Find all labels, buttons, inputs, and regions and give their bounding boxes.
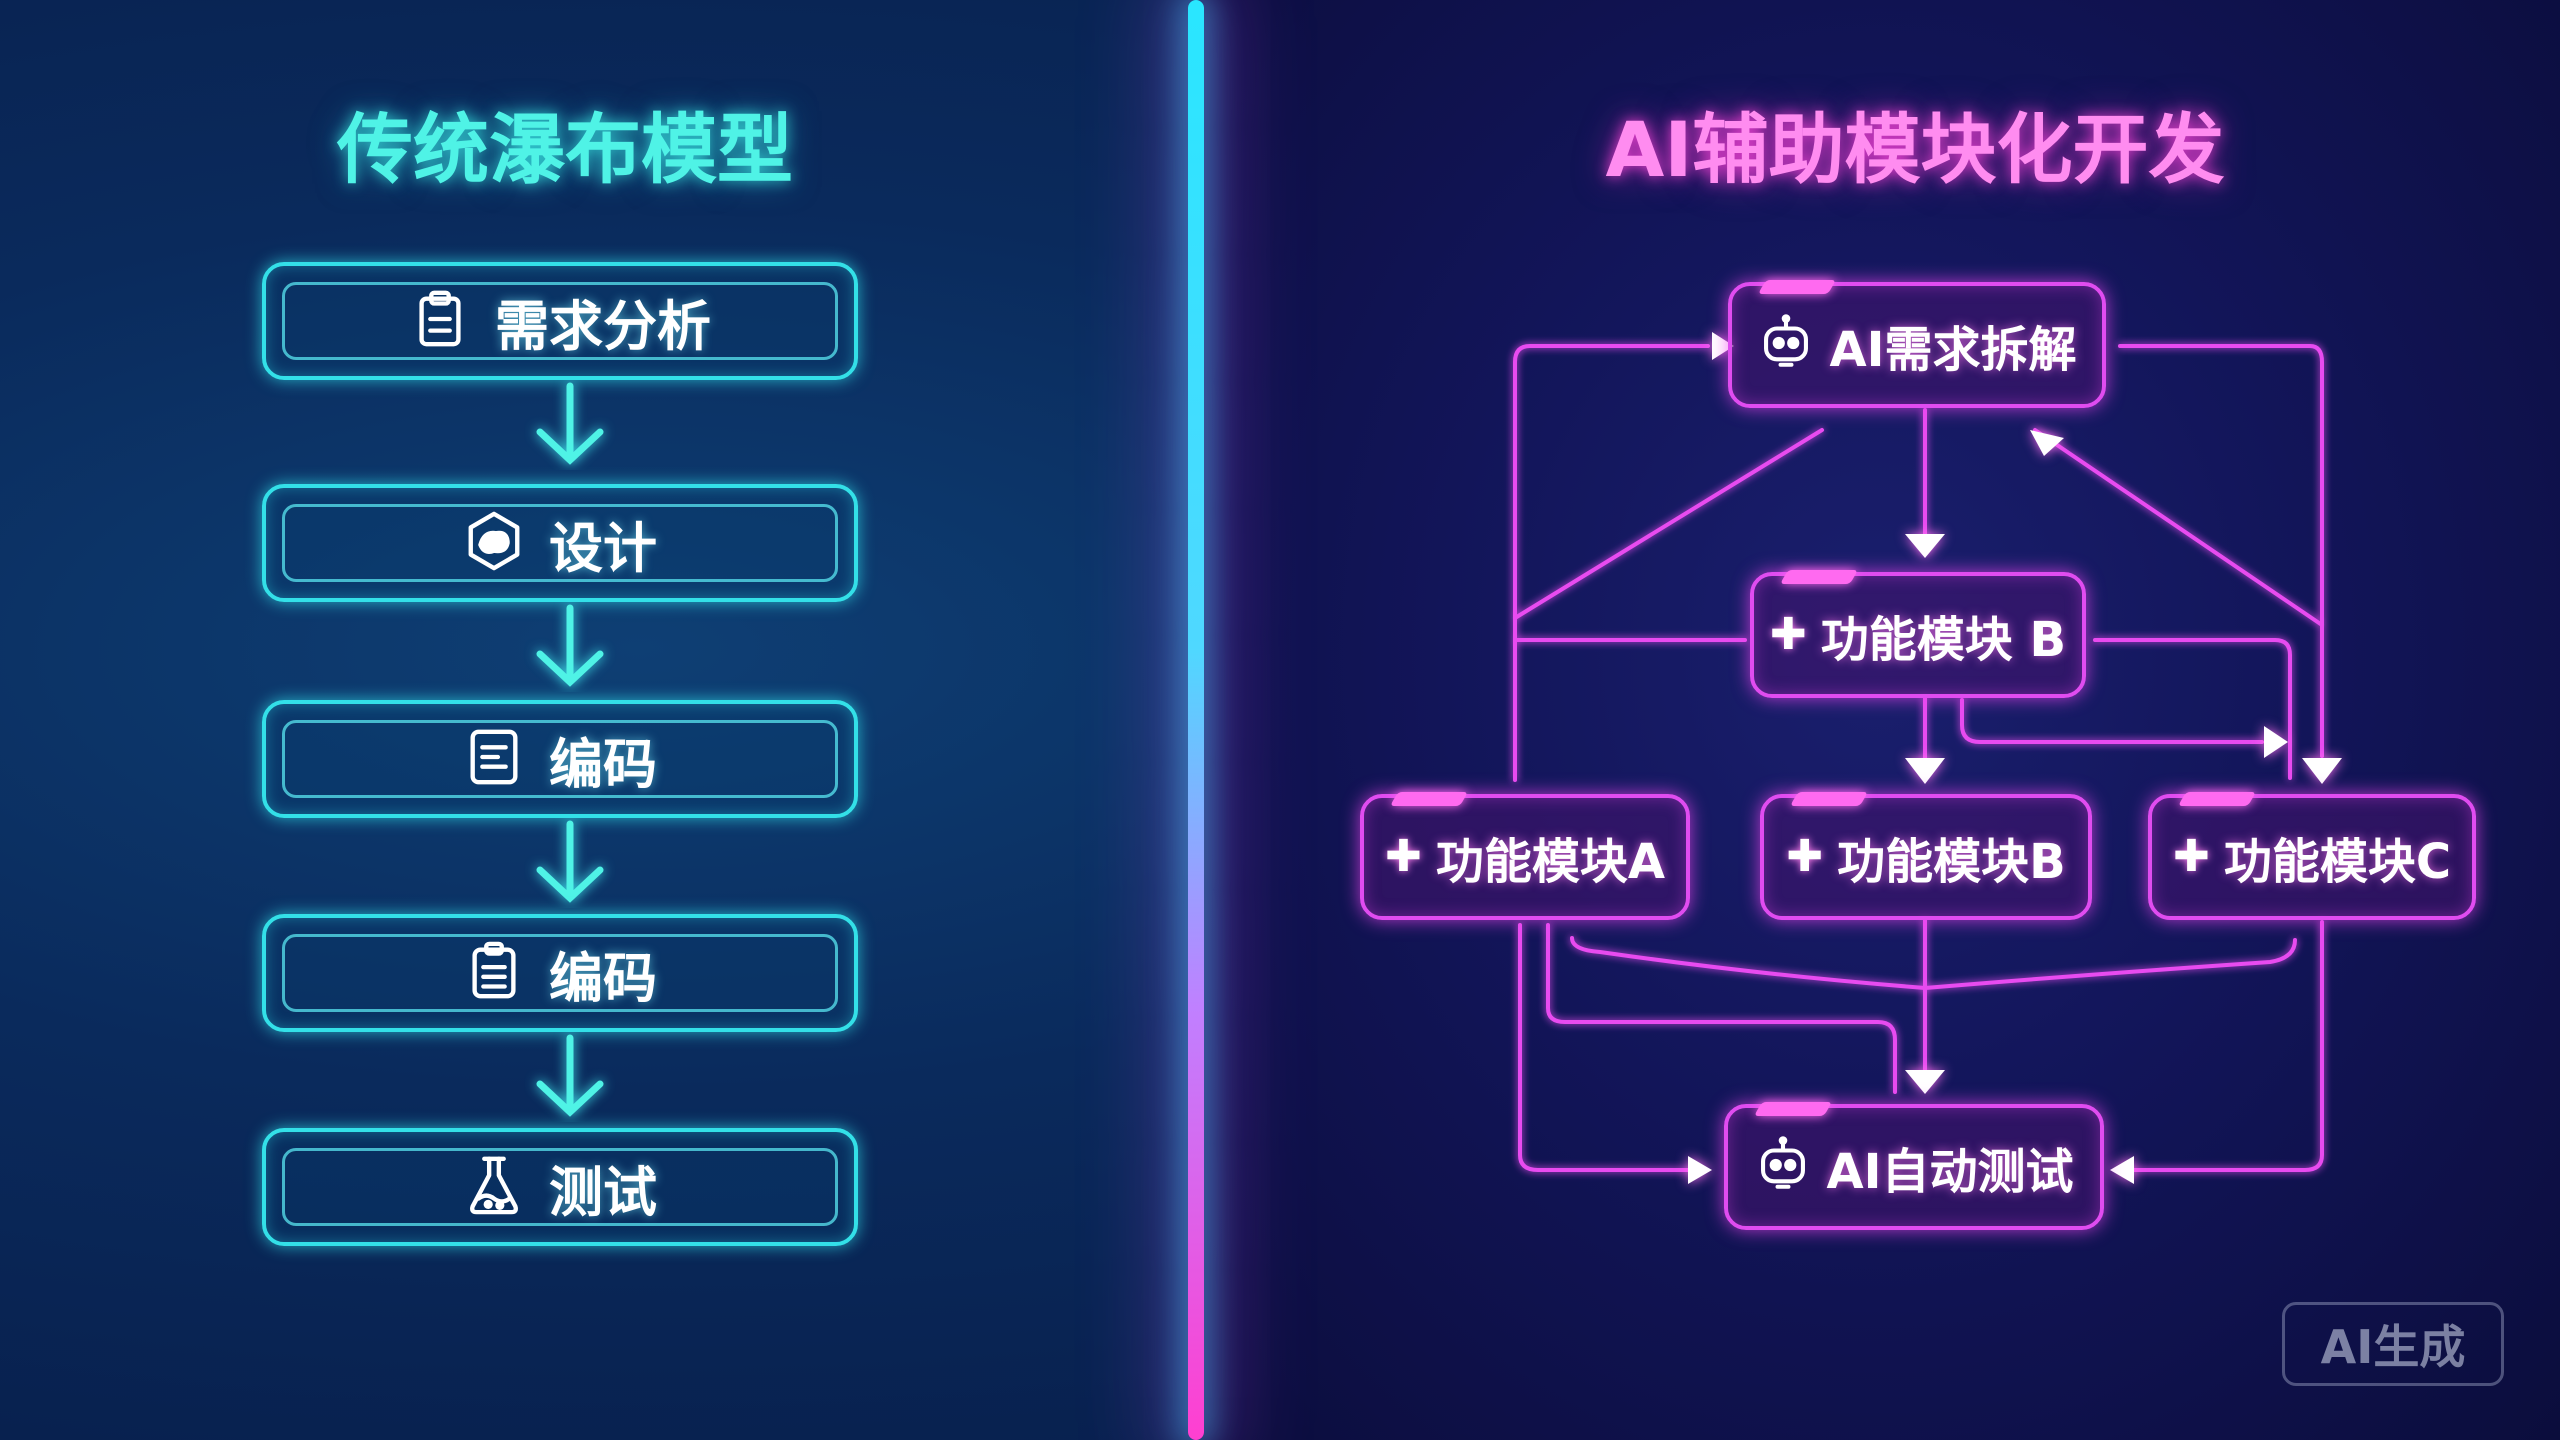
feature-module-a-node: ✚ 功能模块A	[1360, 794, 1690, 920]
ai-modular-title: AI辅助模块化开发	[1605, 105, 2225, 194]
glowing-divider	[1188, 0, 1204, 1440]
step-label: 编码	[549, 946, 657, 1010]
ai-auto-testing-node: AI自动测试	[1724, 1104, 2104, 1230]
step-label: 编码	[549, 732, 657, 796]
document-icon	[463, 726, 525, 792]
ai-generated-watermark: AI生成	[2282, 1302, 2504, 1386]
node-label: AI需求拆解	[1829, 322, 2077, 378]
waterfall-step-requirements: 需求分析	[262, 262, 858, 380]
feature-module-b-middle-node: ✚ 功能模块 B	[1750, 572, 2086, 698]
flow-arrow-down	[536, 382, 604, 465]
plus-icon: ✚	[1786, 831, 1824, 882]
checklist-icon	[463, 940, 525, 1006]
robot-icon	[1757, 314, 1815, 376]
feature-module-b-node: ✚ 功能模块B	[1760, 794, 2092, 920]
robot-icon	[1754, 1136, 1812, 1198]
node-label: AI自动测试	[1826, 1144, 2074, 1200]
feature-module-c-node: ✚ 功能模块C	[2148, 794, 2476, 920]
node-label: 功能模块B	[1837, 834, 2066, 890]
flask-icon	[463, 1154, 525, 1220]
clipboard-icon	[409, 288, 471, 354]
step-label: 设计	[549, 516, 657, 580]
flow-arrow-down	[536, 604, 604, 687]
node-label: 功能模块A	[1435, 834, 1666, 890]
waterfall-title: 传统瀑布模型	[337, 105, 793, 194]
waterfall-step-coding: 编码	[262, 700, 858, 818]
step-label: 需求分析	[495, 294, 711, 358]
design-hexagon-icon	[463, 510, 525, 576]
flow-arrow-down	[536, 820, 604, 903]
node-label: 功能模块C	[2223, 834, 2452, 890]
step-label: 测试	[549, 1160, 657, 1224]
plus-icon: ✚	[1769, 609, 1807, 660]
waterfall-step-testing: 测试	[262, 1128, 858, 1246]
plus-icon: ✚	[2172, 831, 2210, 882]
waterfall-step-coding-2: 编码	[262, 914, 858, 1032]
plus-icon: ✚	[1384, 831, 1422, 882]
flow-arrow-down	[536, 1034, 604, 1117]
node-label: 功能模块 B	[1820, 612, 2067, 668]
waterfall-step-design: 设计	[262, 484, 858, 602]
ai-requirement-decomposition-node: AI需求拆解	[1728, 282, 2106, 408]
